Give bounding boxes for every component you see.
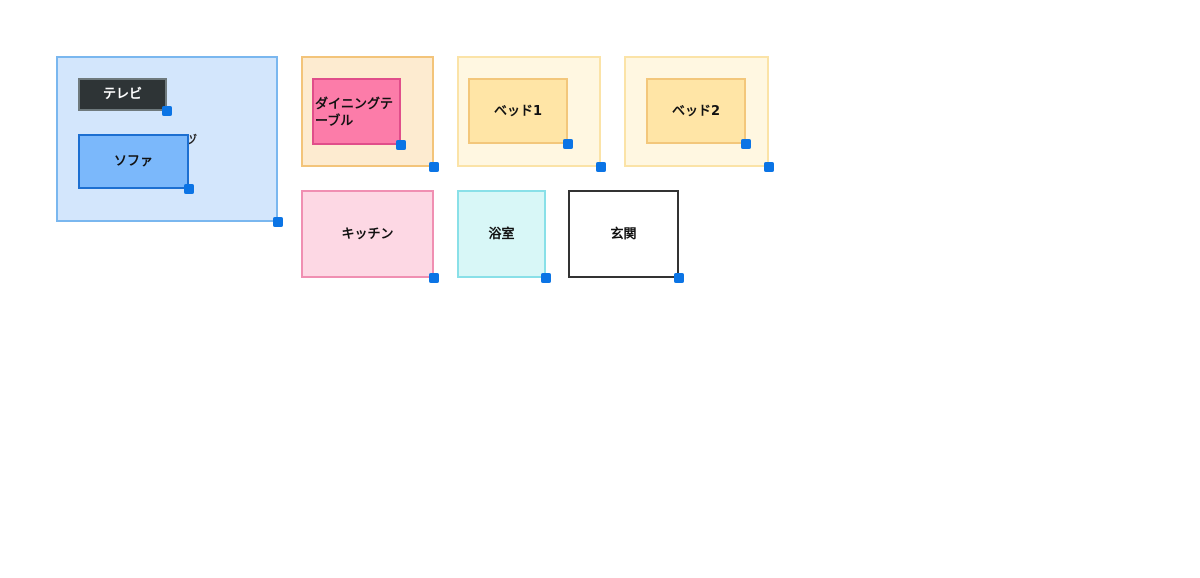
bed1-label: ベッド1 <box>493 103 543 119</box>
bed2-resize-handle[interactable] <box>741 139 751 149</box>
entrance-resize-handle[interactable] <box>674 273 684 283</box>
living-stray-mark: ヅ <box>186 133 197 146</box>
bed1-area-resize-handle[interactable] <box>596 162 606 172</box>
dining-table-resize-handle[interactable] <box>396 140 406 150</box>
dining-table-item[interactable]: ダイニングテーブル <box>312 78 406 150</box>
bath-resize-handle[interactable] <box>541 273 551 283</box>
bath-label: 浴室 <box>488 226 515 242</box>
bed1-item[interactable]: ベッド1 <box>468 78 573 149</box>
entrance-area[interactable]: 玄関 <box>568 190 684 283</box>
sofa-resize-handle[interactable] <box>184 184 194 194</box>
bed2-item[interactable]: ベッド2 <box>646 78 751 149</box>
bed1-resize-handle[interactable] <box>563 139 573 149</box>
kitchen-resize-handle[interactable] <box>429 273 439 283</box>
bath-area[interactable]: 浴室 <box>457 190 551 283</box>
sofa-label: ソファ <box>113 154 153 169</box>
entrance-label: 玄関 <box>610 226 637 242</box>
kitchen-label: キッチン <box>341 226 394 242</box>
sofa-item[interactable]: ソファ <box>78 134 194 194</box>
dining-table-label: ダイニングテーブル <box>315 97 394 129</box>
living-room-resize-handle[interactable] <box>273 217 283 227</box>
bed2-area-resize-handle[interactable] <box>764 162 774 172</box>
kitchen-area[interactable]: キッチン <box>301 190 439 283</box>
tv-label: テレビ <box>102 87 142 102</box>
dining-area-resize-handle[interactable] <box>429 162 439 172</box>
tv-item[interactable]: テレビ <box>78 78 172 116</box>
tv-resize-handle[interactable] <box>162 106 172 116</box>
bed2-label: ベッド2 <box>671 103 721 119</box>
